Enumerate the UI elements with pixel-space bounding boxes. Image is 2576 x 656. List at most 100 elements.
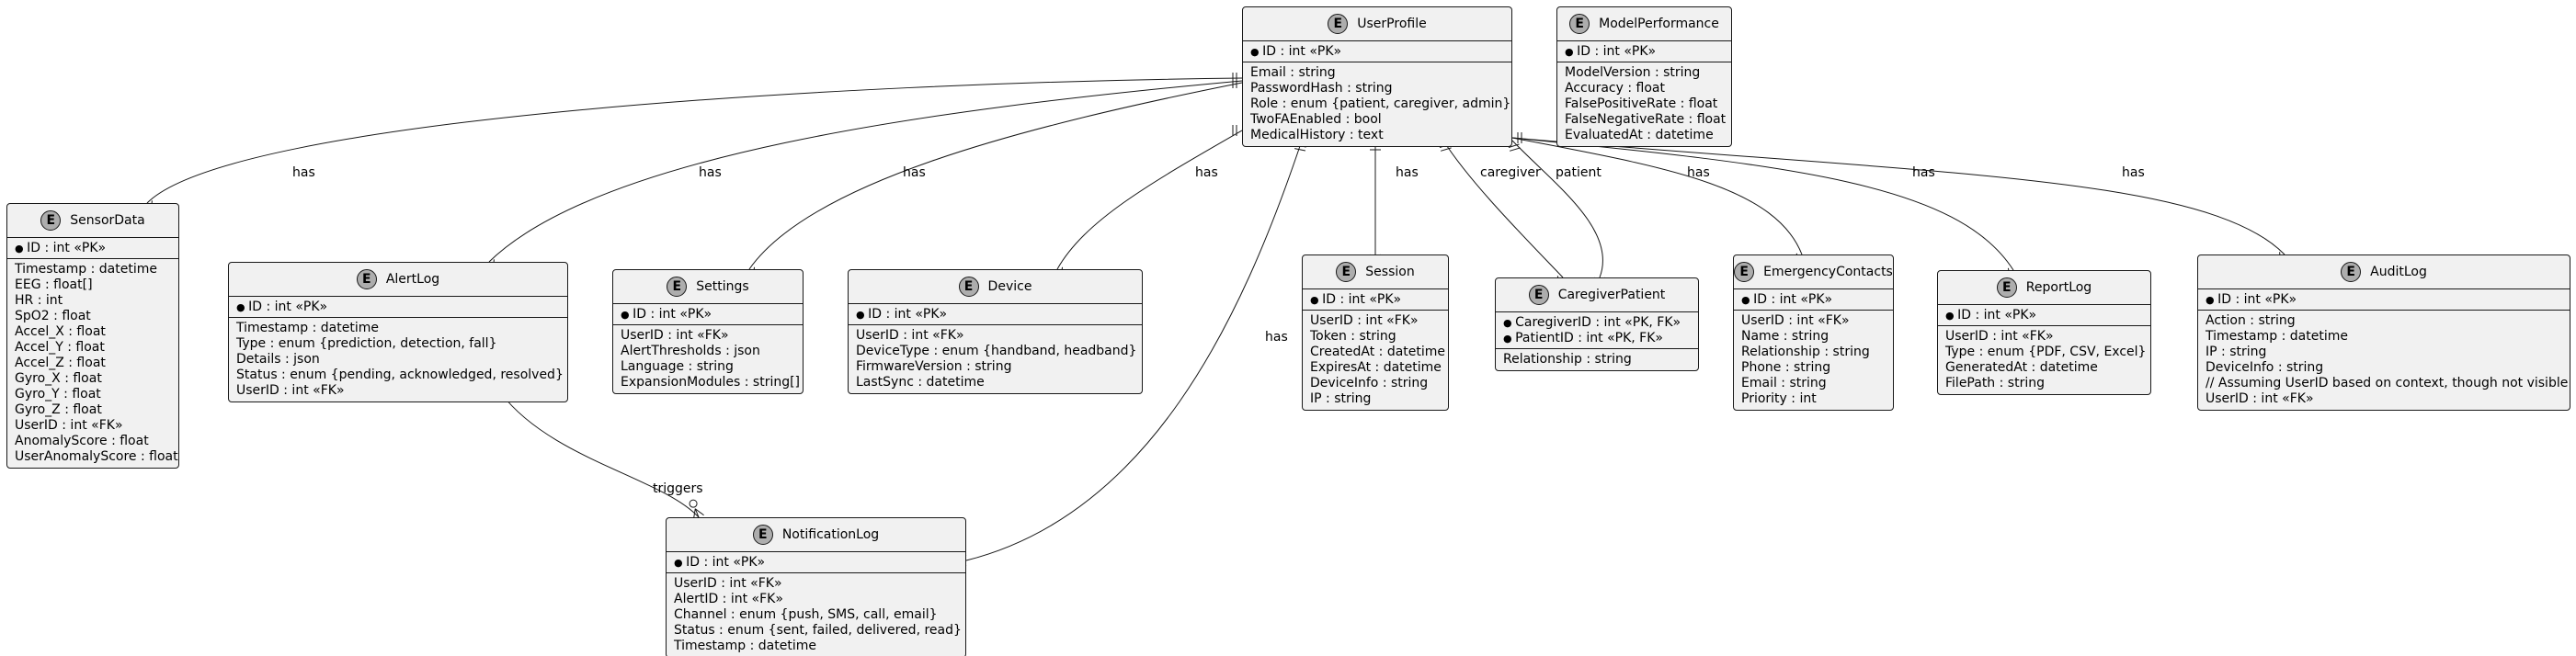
key-bullet-icon: ●: [1945, 310, 1958, 322]
key-bullet-icon: ●: [236, 301, 249, 313]
relationship-label: triggers: [653, 481, 703, 496]
entity-name: Device: [987, 278, 1032, 294]
entity-key-field: ● ID : int «PK»: [1565, 44, 1724, 60]
entity-key-section: ● ID : int «PK»: [849, 304, 1142, 325]
entity-attribute: AlertThresholds : json: [621, 344, 760, 358]
entity-attribute: Gyro_X : float: [15, 371, 102, 386]
entity-attribute: Accuracy : float: [1565, 81, 1665, 96]
entity-key-section: ● ID : int «PK»: [613, 304, 803, 325]
entity-key-field: ● ID : int «PK»: [15, 241, 171, 256]
entity-key-section: ● ID : int «PK»: [2198, 289, 2570, 311]
entity-name: Settings: [696, 278, 749, 294]
relationship-line-up-cp-patient: [1511, 140, 1603, 278]
entity-name: AuditLog: [2370, 264, 2427, 279]
entity-attribute: UserID : int «FK»: [15, 418, 123, 433]
entity-attribute: // Assuming UserID based on context, tho…: [2206, 376, 2569, 390]
entity-key-section: ● ID : int «PK»: [667, 552, 965, 573]
entity-name: AlertLog: [385, 271, 440, 287]
key-bullet-icon: ●: [1741, 294, 1754, 306]
entity-attribute-section: UserID : int «FK»DeviceType : enum {hand…: [849, 325, 1142, 393]
entity-badge-icon: E: [40, 210, 62, 231]
entity-attribute: HR : int: [15, 293, 63, 308]
entity-attribute: Relationship : string: [1741, 345, 1870, 359]
entity-attribute: DeviceInfo : string: [2206, 360, 2324, 375]
entity-key-section: ● ID : int «PK»: [1303, 289, 1448, 311]
entity-attribute-section: Relationship : string: [1496, 349, 1698, 370]
entity-attribute: Email : string: [1741, 376, 1827, 390]
entity-name: ReportLog: [2025, 279, 2092, 295]
key-bullet-icon: ●: [621, 309, 633, 321]
entity-attribute: FirmwareVersion : string: [856, 359, 1012, 374]
entity-badge-icon: E: [1336, 262, 1357, 282]
key-bullet-icon: ●: [856, 309, 869, 321]
relationship-label: has: [1195, 165, 1218, 180]
key-field-text: ID : int «PK»: [1753, 292, 1833, 307]
entity-name: NotificationLog: [781, 526, 880, 542]
key-bullet-icon: ●: [1565, 46, 1578, 58]
entity-attribute: Timestamp : datetime: [236, 321, 379, 335]
entity-key-field: ● PatientID : int «PK, FK»: [1503, 331, 1691, 346]
entity-attribute: DeviceType : enum {handband, headband}: [856, 344, 1137, 358]
entity-name: ModelPerformance: [1599, 16, 1719, 31]
entity-attribute: ExpansionModules : string[]: [621, 375, 801, 390]
entity-attribute: Status : enum {pending, acknowledged, re…: [236, 368, 564, 382]
key-field-text: ID : int «PK»: [248, 300, 328, 314]
relationship-line-up-emergency: [1511, 137, 1803, 255]
entity-attribute: SpO2 : float: [15, 309, 91, 323]
entity-attribute: UserAnomalyScore : float: [15, 449, 178, 464]
entity-attribute: CreatedAt : datetime: [1310, 345, 1446, 359]
entity-notificationlog: E NotificationLog ● ID : int «PK»UserID : …: [666, 517, 966, 656]
entity-attribute: UserID : int «FK»: [1741, 313, 1850, 328]
entity-attribute: Token : string: [1310, 329, 1396, 344]
entity-key-section: ● ID : int «PK»: [1557, 41, 1731, 62]
entity-attribute: PasswordHash : string: [1250, 81, 1393, 96]
entity-badge-icon: E: [752, 525, 773, 545]
entity-badge-icon: E: [356, 269, 377, 289]
key-bullet-icon: ●: [15, 243, 28, 254]
entity-badge-icon: E: [1528, 285, 1549, 305]
entity-attribute: Status : enum {sent, failed, delivered, …: [674, 623, 962, 638]
relationship-label: has: [2122, 165, 2145, 180]
entity-key-section: ● ID : int «PK»: [1734, 289, 1893, 311]
entity-name: Session: [1365, 264, 1415, 279]
entity-attribute-section: UserID : int «FK»AlertID : int «FK»Chann…: [667, 573, 965, 656]
entity-header: E AlertLog: [229, 263, 567, 297]
relationship-line-alert-notification: [500, 392, 700, 518]
relationship-line-up-notificationlog: [965, 140, 1303, 561]
entity-attribute: Phone : string: [1741, 360, 1831, 375]
entity-attribute-section: UserID : int «FK»Type : enum {PDF, CSV, …: [1938, 326, 2150, 394]
entity-key-section: ● ID : int «PK»: [1938, 305, 2150, 326]
entity-attribute: ModelVersion : string: [1565, 65, 1701, 80]
key-field-text: ID : int «PK»: [686, 555, 766, 570]
entity-key-field: ● ID : int «PK»: [621, 307, 795, 322]
key-field-text: PatientID : int «PK, FK»: [1515, 331, 1663, 345]
entity-key-field: ● ID : int «PK»: [1945, 308, 2143, 323]
relationship-line-up-auditlog: [1511, 137, 2285, 255]
entity-attribute: Email : string: [1250, 65, 1336, 80]
entity-key-section: ● ID : int «PK»: [229, 297, 567, 318]
entity-attribute: Action : string: [2206, 313, 2296, 328]
entity-attribute: FalsePositiveRate : float: [1565, 96, 1718, 111]
entity-header: E Device: [849, 270, 1142, 304]
entity-attribute: Language : string: [621, 359, 734, 374]
key-field-text: ID : int «PK»: [1262, 44, 1342, 59]
key-field-text: ID : int «PK»: [2217, 292, 2297, 307]
crows-foot-line: [694, 508, 700, 518]
key-field-text: ID : int «PK»: [633, 307, 712, 322]
entity-header: E Session: [1303, 255, 1448, 289]
entity-badge-icon: E: [958, 277, 979, 297]
entity-attribute: Relationship : string: [1503, 352, 1632, 367]
relationship-label: has: [292, 165, 315, 180]
key-field-text: CaregiverID : int «PK, FK»: [1515, 315, 1681, 330]
key-bullet-icon: ●: [1503, 333, 1516, 345]
entity-attribute: UserID : int «FK»: [621, 328, 729, 343]
